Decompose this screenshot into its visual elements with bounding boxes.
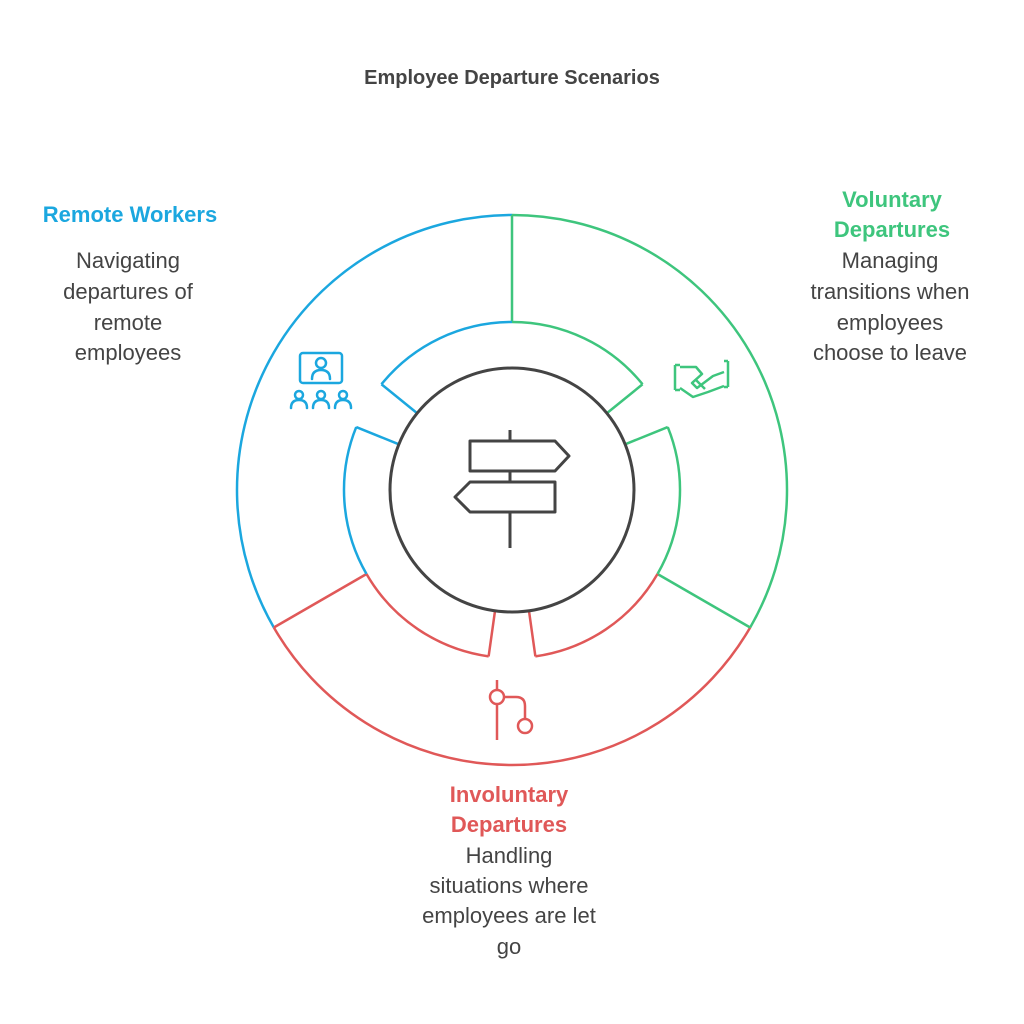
- diagram-title: Employee Departure Scenarios: [364, 67, 660, 89]
- voluntary-inner-side-segment: [624, 425, 682, 575]
- voluntary-inner-top-segment: [511, 320, 644, 415]
- involuntary-inner-left-segment: [365, 573, 497, 658]
- remote-inner-side-segment: [342, 425, 400, 575]
- divider-line: [273, 572, 368, 629]
- involuntary-title-line: Departures: [451, 812, 567, 837]
- desc-line: transitions when: [811, 279, 970, 304]
- signpost-icon: [453, 430, 571, 548]
- divider-line: [656, 572, 751, 629]
- desc-line: Handling: [466, 843, 553, 868]
- handshake-icon: [673, 359, 730, 399]
- desc-line: employees: [837, 310, 943, 335]
- involuntary-outer-arc: [272, 626, 752, 767]
- desc-line: employees are let: [422, 903, 596, 928]
- remote-inner-top-segment: [380, 320, 513, 415]
- involuntary-inner-right-segment: [527, 573, 659, 658]
- involuntary-title-line: Involuntary: [450, 782, 569, 807]
- voluntary-outer-arc: [511, 213, 789, 629]
- center-circle: [388, 366, 636, 614]
- desc-line: remote: [94, 310, 162, 335]
- desc-line: choose to leave: [813, 340, 967, 365]
- remote-workers-description: Navigating departures of remote employee…: [63, 248, 194, 365]
- desc-line: go: [497, 934, 521, 959]
- voluntary-title-line: Departures: [834, 217, 950, 242]
- desc-line: employees: [75, 340, 181, 365]
- desc-line: departures of: [63, 279, 194, 304]
- desc-line: situations where: [430, 873, 589, 898]
- remote-workers-title: Remote Workers: [43, 202, 217, 227]
- video-conference-icon: [289, 351, 353, 410]
- desc-line: Managing: [842, 248, 939, 273]
- desc-line: Navigating: [76, 248, 180, 273]
- voluntary-title-line: Voluntary: [842, 187, 943, 212]
- ring-segments: [235, 213, 789, 767]
- remote-outer-arc: [235, 213, 513, 629]
- branch-icon: [488, 680, 534, 740]
